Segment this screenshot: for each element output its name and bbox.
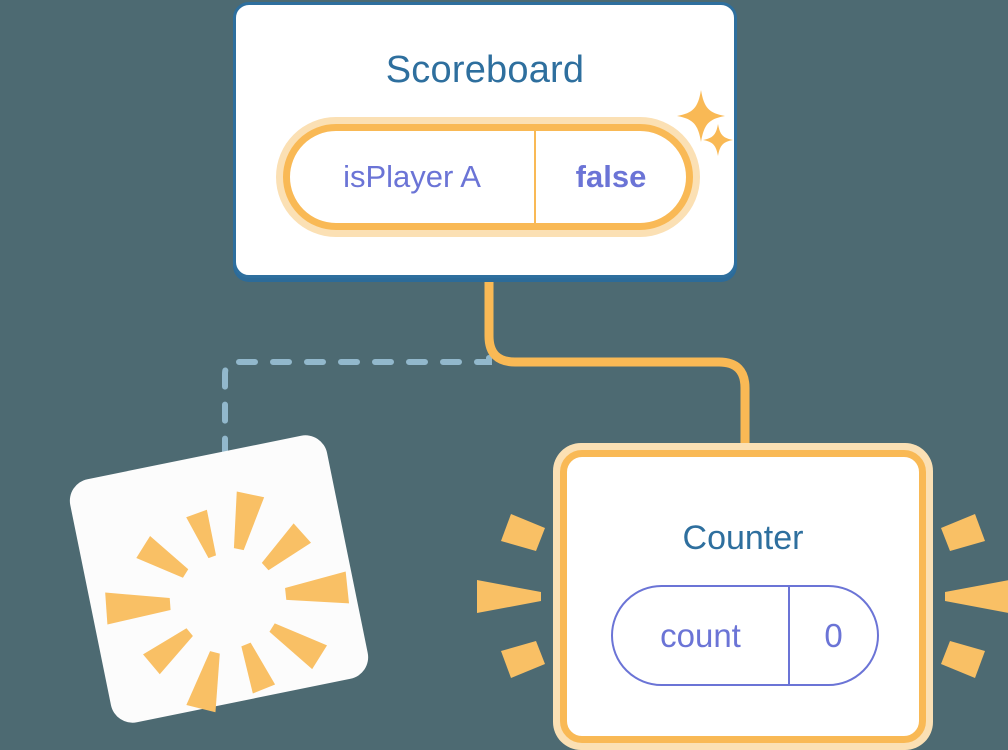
counter-ray-right-top bbox=[941, 514, 985, 551]
sparkle-large-icon bbox=[677, 90, 725, 142]
dashed-connector-path bbox=[222, 287, 492, 481]
scoreboard-state-pill[interactable]: isPlayer A false bbox=[283, 124, 693, 230]
counter-state-value: 0 bbox=[788, 587, 877, 684]
counter-ray-left-top bbox=[501, 514, 545, 551]
solid-connector-path bbox=[484, 273, 750, 465]
counter-state-key: count bbox=[660, 616, 741, 654]
counter-ray-left-mid bbox=[477, 580, 541, 613]
sparkle-small-icon bbox=[703, 124, 733, 156]
counter-state-pill[interactable]: count 0 bbox=[611, 585, 879, 686]
scoreboard-state-value: false bbox=[534, 131, 686, 223]
counter-ray-right-bot bbox=[941, 641, 985, 678]
counter-ray-right-mid bbox=[945, 580, 1008, 613]
scoreboard-title: Scoreboard bbox=[385, 49, 585, 91]
counter-card[interactable]: Counter bbox=[560, 450, 926, 743]
scoreboard-state-key: isPlayer A bbox=[343, 159, 481, 194]
counter-ray-left-bot bbox=[501, 641, 545, 678]
counter-title: Counter bbox=[682, 519, 804, 557]
